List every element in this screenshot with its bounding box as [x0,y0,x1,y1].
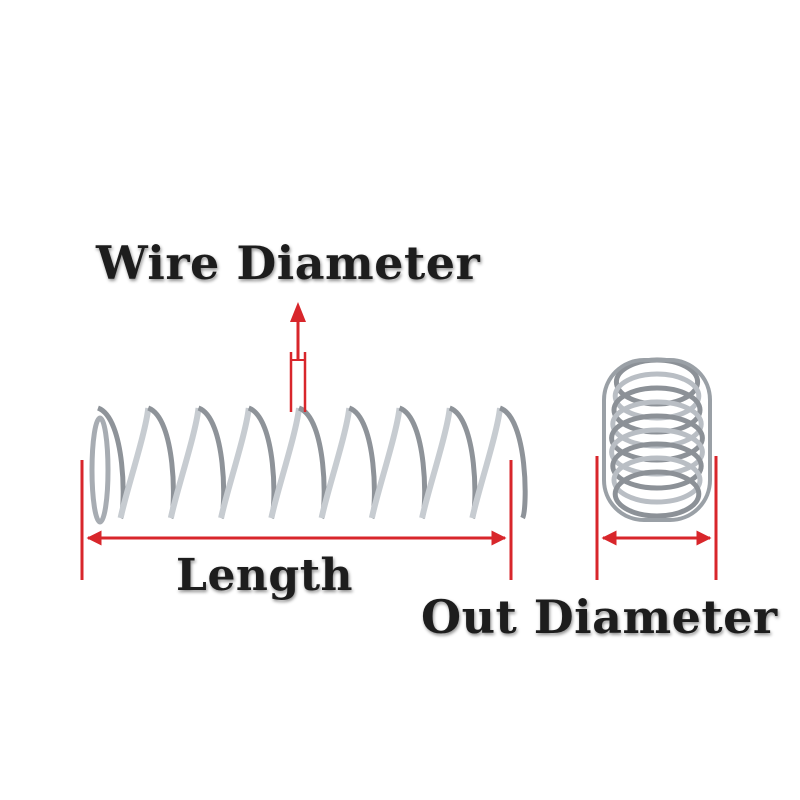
short-spring-illustration [602,357,712,522]
spring-coil-front [419,407,453,519]
spring-coil-back [398,405,428,520]
spring-coil-front [218,407,252,519]
out-diameter-dimension-line [595,456,718,580]
long-spring-illustration [89,405,528,525]
short-spring-coil [611,455,703,505]
spring-coil-back [247,405,277,520]
spring-coil-front [268,407,302,519]
spring-coil-front [368,407,403,519]
spring-coil-back [498,405,528,520]
short-spring-outline [602,358,712,522]
spring-coil-front [167,407,202,519]
short-spring-coil [612,469,702,519]
out-diameter-label: Out Diameter [421,590,778,644]
spring-end-coil [89,415,111,525]
wire-diameter-label: Wire Diameter [96,236,481,290]
spring-coil-back [146,405,176,520]
spring-coil-front [469,407,503,519]
spring-coil-front [318,407,353,519]
spring-coil-back [197,405,227,520]
length-label: Length [176,550,354,601]
spring-coil-back [448,405,478,520]
short-spring-coil [610,441,704,491]
wire-diameter-marker [289,302,307,412]
spring-coil-back [347,405,377,520]
spring-coil-back [297,405,327,520]
length-dimension-line [80,460,513,580]
spring-coil-front [117,407,152,519]
